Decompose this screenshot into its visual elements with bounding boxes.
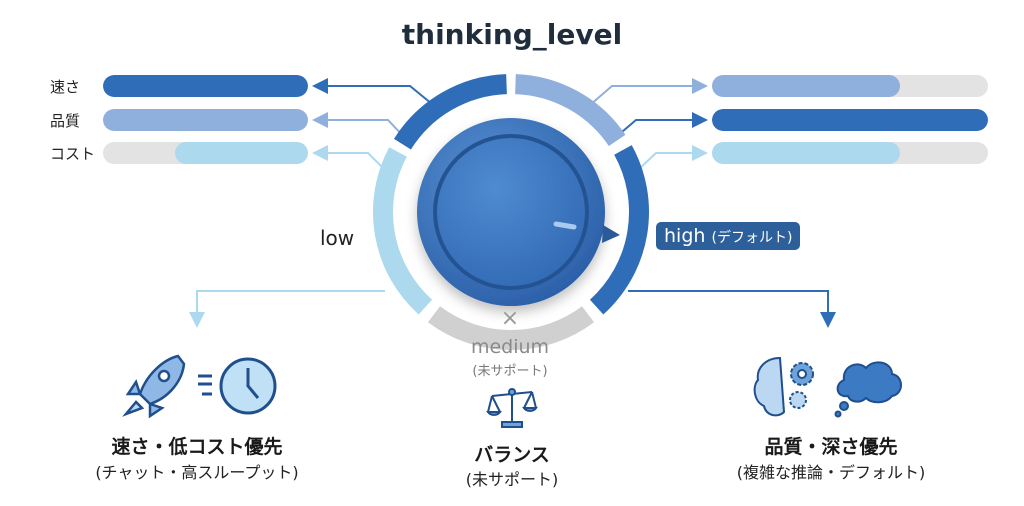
arrow-to-high-outcome xyxy=(628,290,836,328)
diagram-title: thinking_level xyxy=(401,18,623,51)
high-default-note: (デフォルト) xyxy=(711,230,793,246)
high-cost-bar xyxy=(712,142,988,164)
low-outcome-title: 速さ・低コスト優先 xyxy=(111,436,283,458)
high-outcome-subtitle: (複雑な推論・デフォルト) xyxy=(736,463,926,482)
high-outcome-title: 品質・深さ優先 xyxy=(764,436,898,458)
metric-label-speed: 速さ xyxy=(50,78,81,96)
metric-label-quality: 品質 xyxy=(50,112,81,130)
high-quality-fill xyxy=(712,109,988,131)
brain-thought-icon xyxy=(753,356,902,418)
low-outcome-subtitle: (チャット・高スループット) xyxy=(95,463,299,482)
thought-cloud-icon xyxy=(834,361,902,418)
rocket-icon xyxy=(122,354,186,419)
high-quality-bar xyxy=(712,109,988,131)
pointer-icon xyxy=(602,225,620,243)
medium-outcome-title: バランス xyxy=(474,444,550,466)
arrow-low-cost xyxy=(312,145,386,171)
low-cost-fill xyxy=(174,142,308,164)
balance-scale-icon xyxy=(486,388,538,428)
low-cost-bar xyxy=(103,142,308,164)
ring-segment-medium xyxy=(427,306,595,350)
clock-icon xyxy=(198,357,277,415)
low-quality-bar xyxy=(103,109,308,131)
arrow-low-speed xyxy=(312,78,433,105)
high-speed-fill xyxy=(712,75,900,97)
high-label: high xyxy=(664,225,706,247)
low-speed-fill xyxy=(103,75,308,97)
arrow-low-quality xyxy=(312,112,406,139)
ring-segment-low-high xyxy=(393,74,508,150)
high-speed-bar xyxy=(712,75,988,97)
medium-level-label: medium xyxy=(470,336,550,358)
ring-segment-low xyxy=(373,147,433,315)
low-level-label: low xyxy=(320,226,355,250)
ring-segment-top-right xyxy=(514,74,626,147)
brain-gear-icon xyxy=(753,356,814,417)
arrow-high-quality xyxy=(615,112,708,138)
arrow-to-low-outcome xyxy=(189,290,385,328)
metric-label-cost: コスト xyxy=(50,145,96,163)
high-level-badge: high (デフォルト) xyxy=(656,222,801,250)
unsupported-x-icon: × xyxy=(500,306,520,331)
knob-indicator xyxy=(553,221,577,230)
arrow-high-cost xyxy=(637,145,708,171)
high-cost-fill xyxy=(712,142,900,164)
rocket-clock-icon xyxy=(122,354,277,419)
knob-face xyxy=(433,134,589,290)
medium-unsupported-note: (未サポート) xyxy=(472,364,548,379)
medium-outcome-subtitle: (未サポート) xyxy=(465,470,559,489)
low-speed-bar xyxy=(103,75,308,97)
low-quality-fill xyxy=(103,109,308,131)
ring-segment-high xyxy=(589,145,649,315)
arrow-high-speed xyxy=(589,78,708,106)
